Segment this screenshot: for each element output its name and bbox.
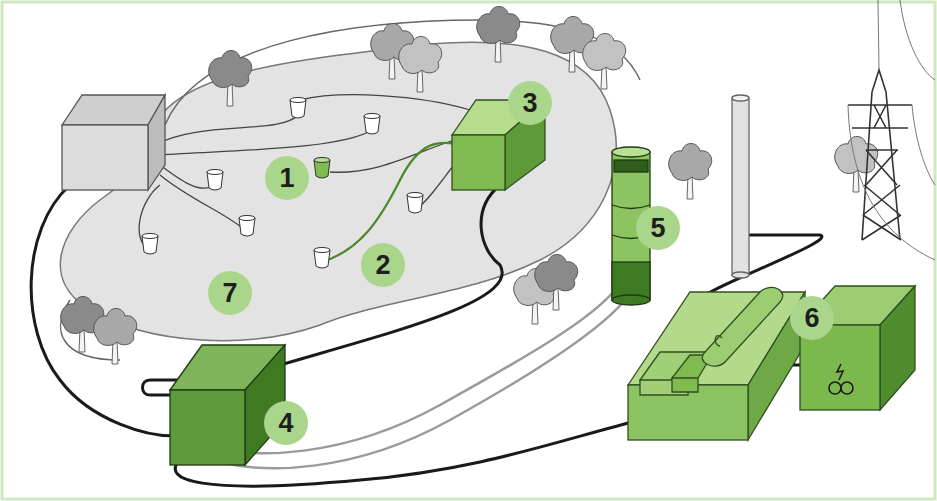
drawing-ellipse [364, 114, 380, 119]
callout-number: 3 [522, 90, 537, 117]
generator-box-6 [800, 286, 915, 410]
drawing-path [155, 115, 298, 145]
drawing-ellipse [612, 295, 650, 305]
drawing-ellipse [142, 234, 158, 239]
drawing-path [300, 95, 470, 110]
drawing-path [874, 105, 886, 128]
drawing-path [862, 70, 900, 240]
drawing-path [715, 336, 722, 346]
gas-well [314, 248, 330, 269]
drawing-path [837, 364, 843, 380]
drawing-circle [829, 382, 841, 394]
callout-badge: 7 [208, 271, 252, 315]
tree [477, 7, 520, 63]
tree [535, 255, 578, 311]
drawing-ellipse [732, 272, 749, 278]
collection-pipes [139, 95, 470, 250]
treatment-box-4 [170, 345, 285, 465]
drawing-path [399, 37, 442, 74]
callout-badge: 6 [790, 296, 834, 340]
drawing-ellipse [239, 216, 255, 221]
drawing-circle [841, 382, 853, 394]
drawing-path [160, 165, 215, 188]
drawing-rect [612, 262, 650, 300]
generator-symbol [829, 364, 853, 394]
tree [669, 144, 712, 200]
callout-badge: 5 [636, 206, 680, 250]
tree [94, 309, 137, 365]
callout-number: 6 [804, 305, 819, 332]
landfill-body [60, 42, 616, 340]
callout-badge: 2 [361, 243, 405, 287]
gas-lines [190, 290, 625, 468]
drawing-path [62, 95, 165, 125]
drawing-rect [614, 160, 648, 172]
drawing-path [878, 0, 935, 80]
chimney [732, 95, 749, 278]
callout-number: 1 [279, 165, 294, 192]
drawing-ellipse [407, 193, 423, 198]
drawing-path [160, 130, 372, 155]
drawing-ellipse [314, 248, 330, 253]
callout-number: 7 [222, 280, 237, 307]
drawing-rect [452, 135, 505, 190]
drawing-ellipse [290, 98, 306, 103]
drawing-ellipse [314, 158, 330, 163]
drawing-path [535, 255, 578, 292]
callout-number: 5 [650, 215, 665, 242]
callout-badge: 4 [264, 401, 308, 445]
grey-manifold-box [62, 95, 165, 190]
drawing-path [94, 309, 137, 346]
callout-number: 4 [278, 410, 293, 437]
drawing-ellipse [732, 95, 749, 101]
tree [399, 37, 442, 93]
gas-well [364, 114, 380, 135]
drawing-path [209, 51, 252, 88]
drawing-path [880, 286, 915, 410]
drawing-rect [732, 98, 749, 275]
drawing-path [148, 95, 165, 190]
drawing-rect [62, 125, 148, 190]
drawing-path [160, 175, 247, 232]
drawing-path [848, 105, 935, 260]
drawing-path [31, 185, 185, 436]
power-pylon [848, 0, 935, 260]
callout-number: 2 [375, 252, 390, 279]
drawing-ellipse [207, 170, 223, 175]
gas-well [239, 216, 255, 237]
drawing-path [848, 105, 912, 150]
drawing-path [700, 235, 822, 300]
drawing-path [477, 7, 520, 44]
drawing-path [702, 287, 782, 366]
callout-badge: 1 [265, 156, 309, 200]
drawing-path [912, 105, 935, 185]
gas-well [142, 234, 158, 255]
tree [583, 34, 626, 90]
main-pipes [31, 185, 822, 486]
gas-well [314, 158, 330, 179]
drawing-path [200, 300, 625, 468]
gas-well [407, 193, 423, 214]
callout-badge: 3 [508, 81, 552, 125]
gas-well [290, 98, 306, 119]
gas-well [207, 170, 223, 191]
drawing-ellipse [612, 147, 650, 157]
tree [209, 51, 252, 107]
drawing-path [669, 144, 712, 181]
engine-platform [628, 287, 805, 440]
drawing-rect [170, 390, 245, 465]
drawing-path [583, 34, 626, 71]
